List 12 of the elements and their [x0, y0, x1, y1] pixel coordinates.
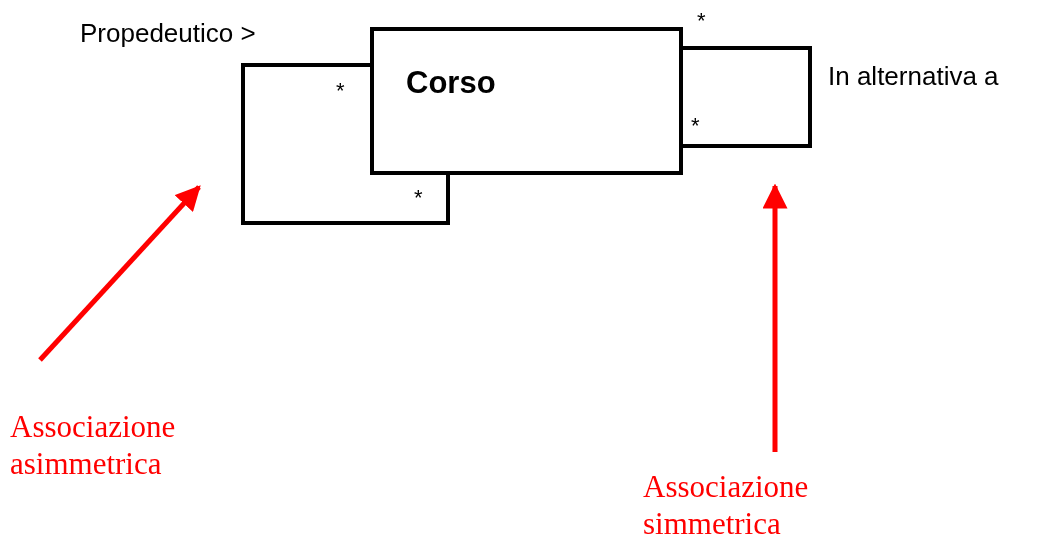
multiplicity-label: * [691, 115, 700, 137]
association-line [241, 63, 450, 225]
arrow [38, 185, 201, 362]
arrow [762, 183, 788, 452]
multiplicity-label: * [336, 80, 345, 102]
multiplicity-label: * [697, 10, 706, 32]
annotation-text: Associazione simmetrica [643, 468, 810, 543]
annotation-text: Associazione asimmetrica [10, 408, 177, 483]
class-name: Corso [406, 65, 496, 101]
multiplicity-label: * [414, 187, 423, 209]
association-line [683, 46, 812, 148]
class-box [370, 27, 683, 175]
